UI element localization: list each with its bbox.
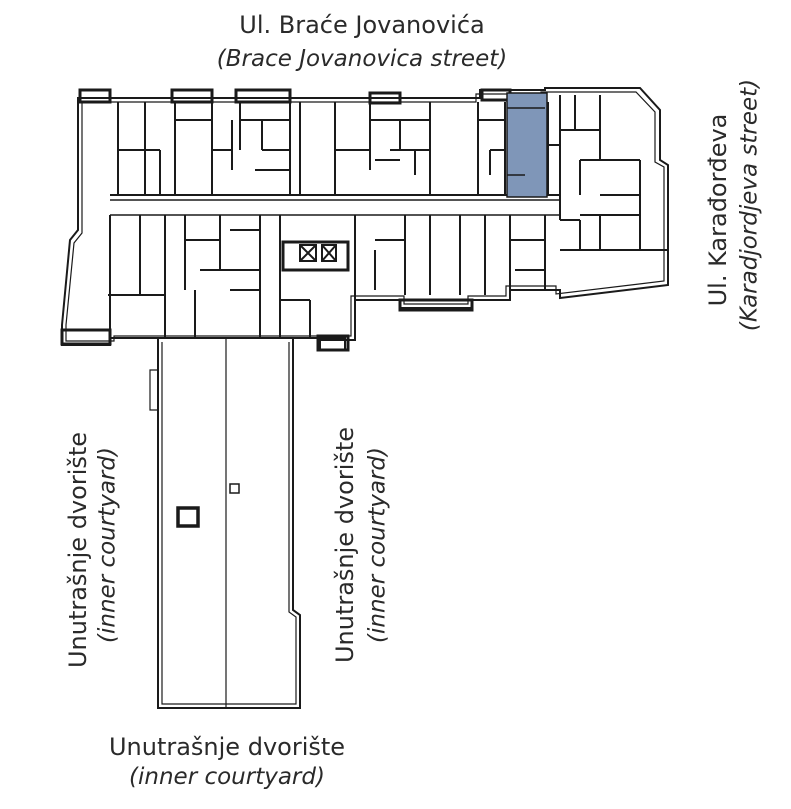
courtyard-wing (157, 338, 301, 709)
balcony-4 (368, 91, 402, 105)
balcony-5 (480, 88, 512, 102)
courtyard-south-sublabel: (inner courtyard) (129, 764, 325, 790)
east-street-label: Ul. Karađorđeva (704, 113, 732, 307)
highlighted-apartment (506, 92, 548, 198)
courtyard-west-label: Unutrašnje dvorište (64, 431, 92, 669)
south-ledge-2 (60, 328, 112, 346)
shaft-square-icon (176, 506, 200, 528)
partition-walls-south (108, 215, 581, 338)
north-street-label: Ul. Braće Jovanovića (239, 11, 485, 39)
courtyard-west-sublabel: (inner courtyard) (94, 447, 121, 643)
elevator-box-icon (299, 244, 317, 262)
highlighted-apartment-walls (507, 107, 545, 176)
elevator-box-icon-cross-2 (321, 244, 337, 262)
courtyard-wing-inner (161, 342, 297, 705)
balcony-2 (170, 88, 214, 104)
shaft-small-icon (229, 483, 240, 494)
courtyard-middle-sublabel: (inner courtyard) (364, 447, 391, 643)
elevator-box-icon-cross (299, 244, 317, 262)
courtyard-south-label: Unutrašnje dvorište (108, 733, 346, 761)
courtyard-middle-label: Unutrašnje dvorište (331, 426, 359, 664)
partition-walls-north (110, 95, 668, 251)
east-street-sublabel: (Karadjordjeva street) (736, 78, 763, 332)
north-wing-inner (65, 91, 665, 342)
south-ledge-1 (398, 298, 474, 312)
balcony-3 (234, 88, 292, 104)
balcony-1 (78, 88, 112, 104)
corridor (110, 199, 560, 216)
courtyard-notch (149, 369, 158, 411)
elevator-box-icon-2 (321, 244, 337, 262)
south-ledge-3 (316, 334, 350, 352)
north-street-sublabel: (Brace Jovanovica street) (216, 46, 508, 72)
elevator-core (281, 240, 350, 272)
